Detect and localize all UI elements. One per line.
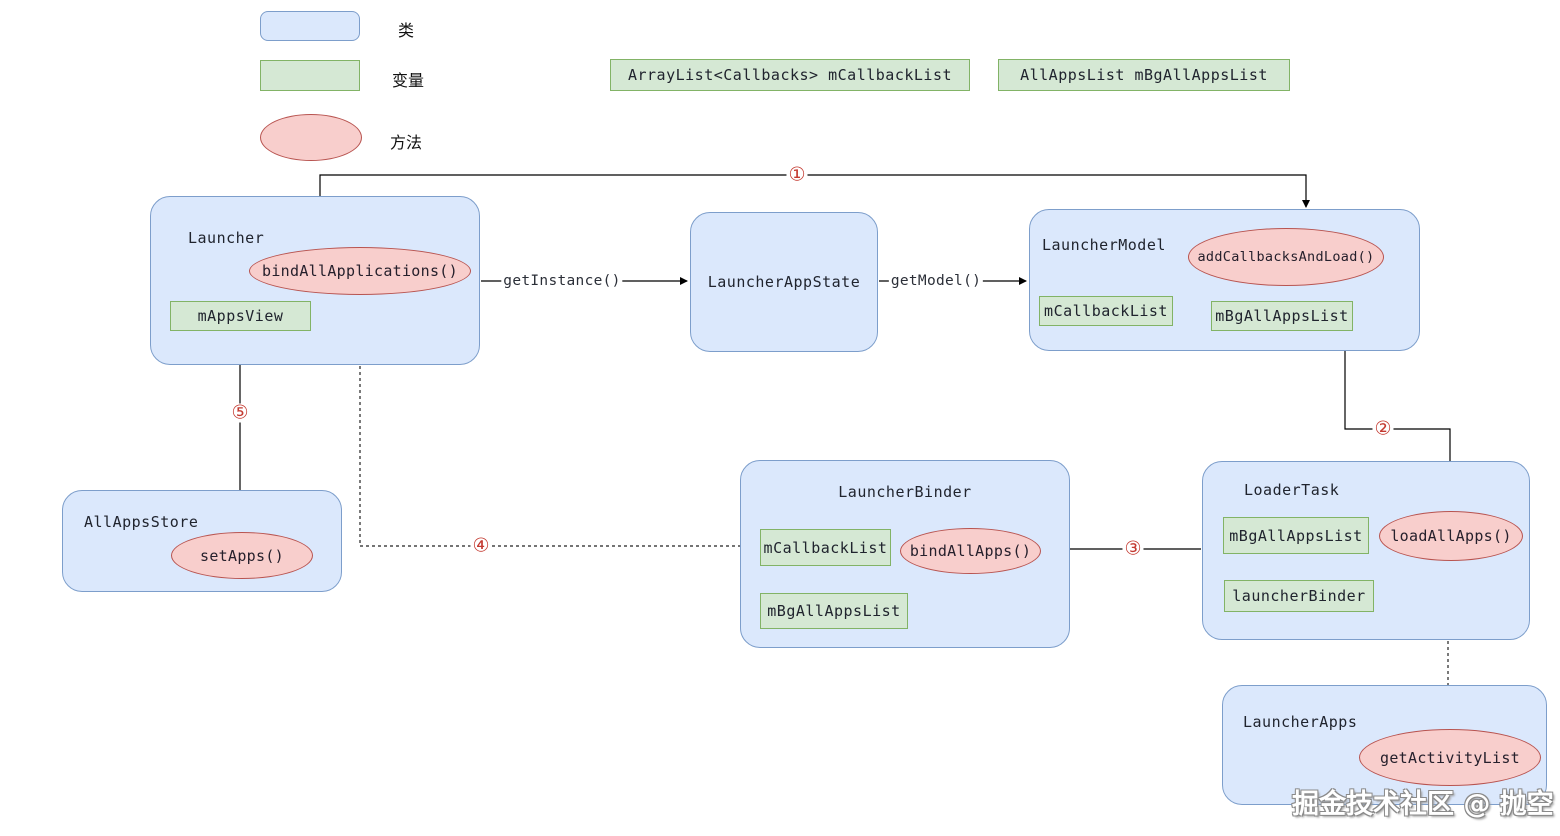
class-allappsstore: AllAppsStore setApps(): [62, 490, 342, 592]
global-variable-mbgallappslist: AllAppsList mBgAllAppsList: [998, 59, 1290, 91]
class-launcherbinder-title: LauncherBinder: [838, 483, 972, 501]
method-addcallbacksandload: addCallbacksAndLoad(): [1188, 228, 1384, 286]
variable-model-mcallbacklist: mCallbackList: [1039, 296, 1173, 326]
method-bindallapps: bindAllApps(): [900, 528, 1041, 574]
variable-binder-mbgallappslist: mBgAllAppsList: [760, 593, 908, 629]
variable-model-mbgallappslist: mBgAllAppsList: [1211, 301, 1353, 331]
variable-mappsview: mAppsView: [170, 301, 311, 331]
edge-step1: [319, 174, 1310, 208]
legend-class-shape: [260, 11, 360, 41]
global-variable-mcallbacklist: ArrayList<Callbacks> mCallbackList: [610, 59, 970, 91]
variable-loader-launcherbinder: launcherBinder: [1224, 580, 1374, 612]
step-badge-4: ④: [470, 534, 492, 557]
class-launcherapps: LauncherApps getActivityList: [1222, 685, 1547, 805]
step-badge-1: ①: [786, 163, 808, 186]
legend-class-label: 类: [398, 21, 415, 40]
class-launcherbinder: LauncherBinder mCallbackList bindAllApps…: [740, 460, 1070, 648]
method-getactivitylist: getActivityList: [1359, 729, 1541, 786]
legend-method-label: 方法: [390, 133, 423, 152]
class-launcherappstate: LauncherAppState: [690, 212, 878, 352]
variable-binder-mcallbacklist: mCallbackList: [760, 529, 891, 566]
legend-method-shape: [260, 114, 362, 161]
step-badge-5: ⑤: [229, 401, 251, 424]
class-launcher: Launcher bindAllApplications() mAppsView: [150, 196, 480, 365]
class-launcher-title: Launcher: [188, 229, 265, 247]
class-launchermodel-title: LauncherModel: [1042, 236, 1166, 254]
legend-variable-label: 变量: [392, 71, 425, 90]
class-allappsstore-title: AllAppsStore: [84, 513, 199, 531]
edge-label-getinstance: getInstance(): [501, 273, 623, 289]
class-loadertask: LoaderTask mBgAllAppsList loadAllApps() …: [1202, 461, 1530, 640]
edge-step4-dashed: [356, 301, 759, 547]
step-badge-3: ③: [1122, 537, 1144, 560]
variable-loader-mbgallappslist: mBgAllAppsList: [1223, 517, 1369, 554]
edge-label-getmodel: getModel(): [888, 273, 984, 289]
class-launcherappstate-title: LauncherAppState: [707, 273, 861, 291]
method-setapps: setApps(): [171, 532, 313, 579]
class-launchermodel: LauncherModel addCallbacksAndLoad() mCal…: [1029, 209, 1420, 351]
legend-variable-shape: [260, 60, 360, 91]
class-launcherapps-title: LauncherApps: [1243, 713, 1358, 731]
method-loadallapps: loadAllApps(): [1379, 511, 1523, 561]
class-loadertask-title: LoaderTask: [1244, 481, 1340, 499]
method-bindallapplications: bindAllApplications(): [249, 247, 471, 295]
watermark: 掘金技术社区 @ 抛空: [1292, 789, 1554, 820]
step-badge-2: ②: [1372, 417, 1394, 440]
